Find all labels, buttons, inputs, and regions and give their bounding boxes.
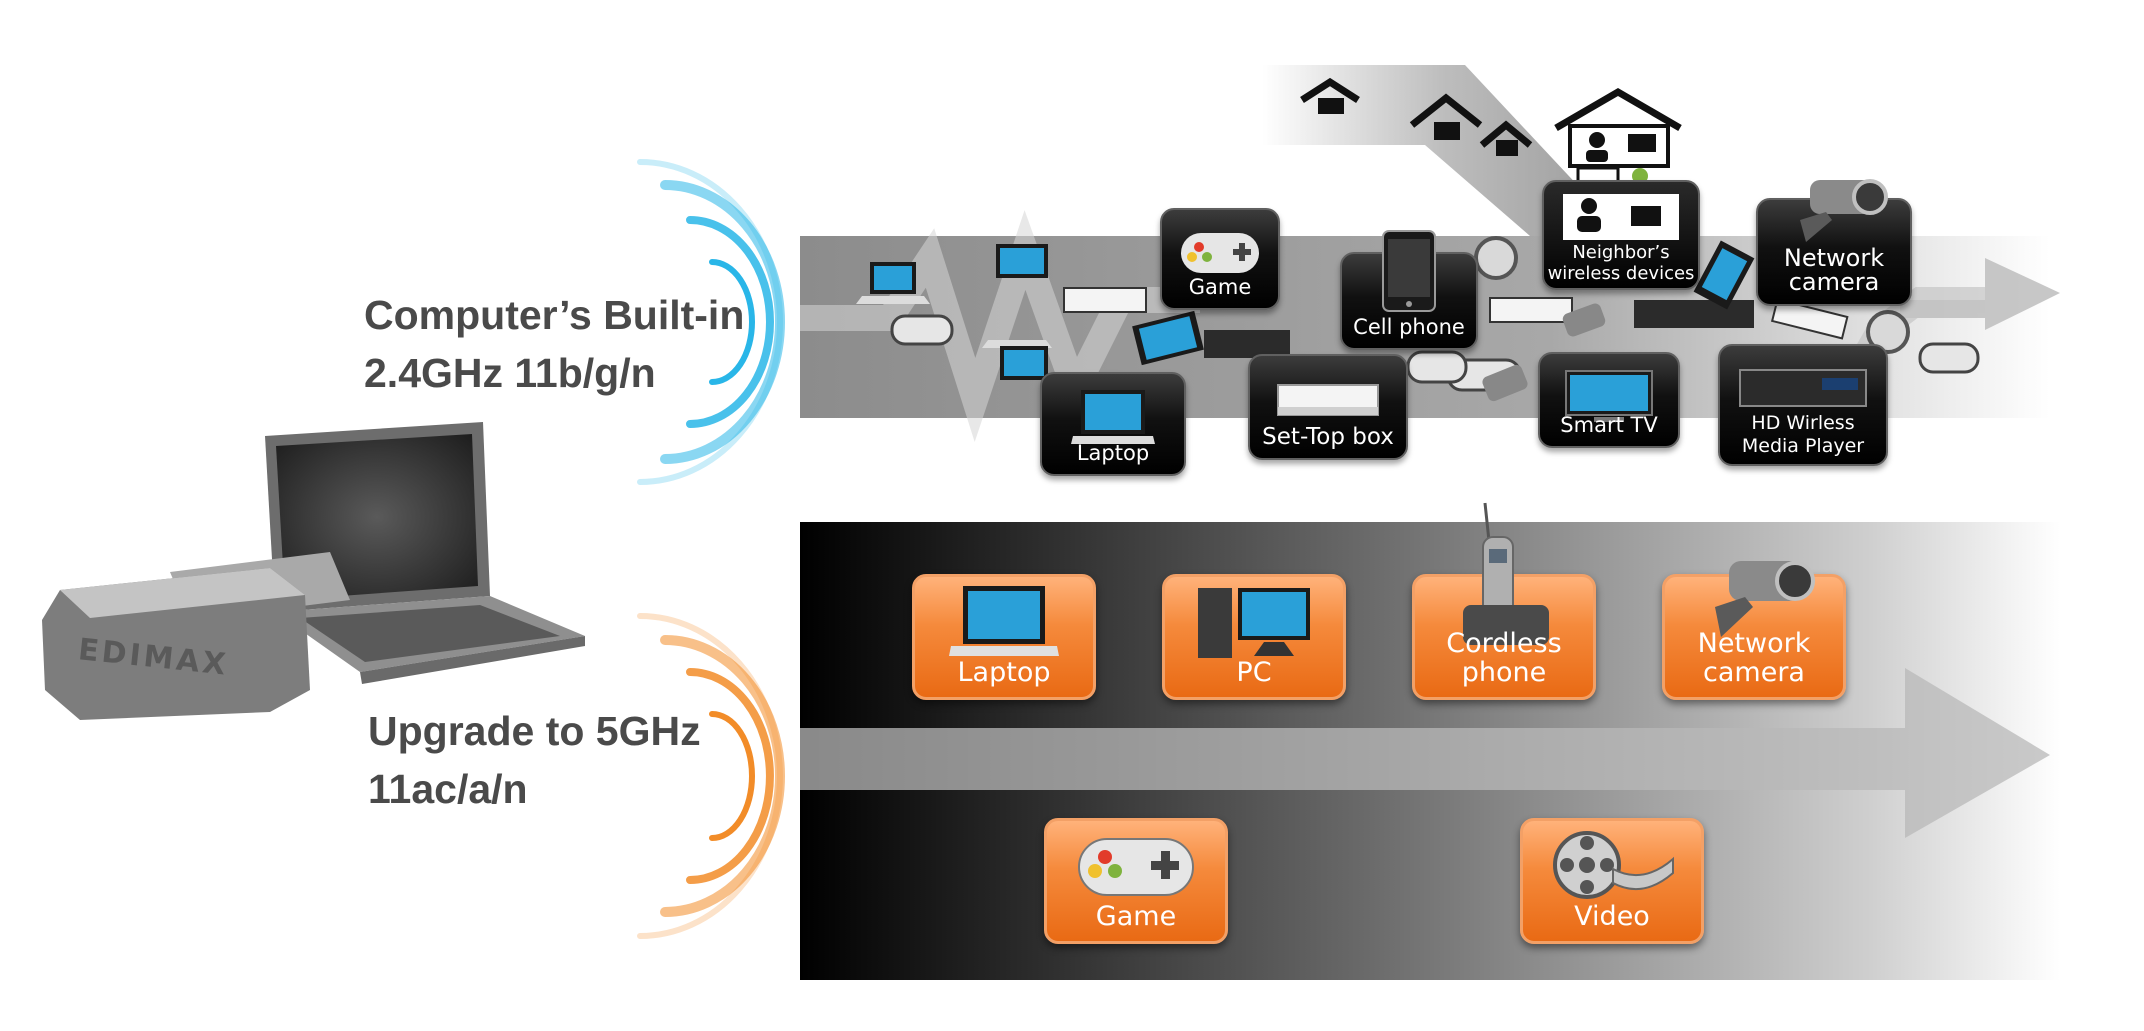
band-24ghz-noise-arrow [800,210,1200,443]
tile-24-hd-media-player: HD Wirless Media Player [1718,344,1888,466]
network-camera-icon [1665,549,1843,649]
band-5ghz-arrow [800,668,2050,838]
tile-5-pc: PC [1162,574,1346,700]
wave-5ghz [637,613,785,939]
tile-24-neighbor: Neighbor’s wireless devices [1542,180,1700,290]
upgrade-band-line2: 11ac/a/n [368,766,528,812]
tile-5-video: Video [1520,818,1704,944]
tile-24-network-camera-label: Network camera [1758,246,1910,294]
network-camera-line2: camera [1788,268,1880,296]
tile-24-smart-tv-label: Smart TV [1560,413,1658,437]
builtin-band-line1: Computer’s Built-in [364,292,745,338]
neighbor-line2: wireless devices [1547,263,1695,284]
game-controller-icon [1047,827,1225,905]
network-camera-icon [1758,170,1910,254]
scattered-devices [856,236,1980,402]
tile-24-cell-phone: Cell phone [1340,230,1478,350]
tile-24-neighbor-label: Neighbor’s wireless devices [1544,242,1698,284]
laptop-icon [1042,382,1184,452]
people-icon [1544,190,1698,244]
tile-24-laptop-label: Laptop [1076,441,1150,465]
neighbor-line1: Neighbor’s [1572,242,1670,263]
upgrade-band-line1: Upgrade to 5GHz [368,708,701,754]
laptop-illustration [265,422,585,684]
cordless-line1: Cordless [1446,628,1562,659]
tile-5-cordless-phone-label: Cordless phone [1415,629,1593,687]
tile-24-set-top-box-label: Set-Top box [1262,424,1394,450]
video-reel-icon [1523,827,1701,905]
tile-24-hd-media-player-label: HD Wirless Media Player [1720,412,1886,458]
tile-24-set-top-box: Set-Top box [1248,354,1408,460]
tile-24-laptop: Laptop [1040,372,1186,476]
hd-player-line2: Media Player [1741,435,1865,457]
pc-icon [1165,583,1343,661]
tile-24-game: Game [1160,208,1280,310]
cordless-line2: phone [1461,657,1547,688]
tile-5-laptop: Laptop [912,574,1096,700]
neighbor-road [1262,65,1625,236]
hd-player-line1: HD Wirless [1751,412,1855,434]
tile-5-cordless-phone: Cordless phone [1412,502,1596,700]
usb-adapter-illustration [42,552,350,720]
cell-phone-icon [1342,226,1476,316]
smart-tv-icon [1540,362,1678,432]
game-controller-icon [1162,218,1278,288]
tile-24-game-label: Game [1188,275,1252,299]
tile-5-game-label: Game [1095,901,1177,932]
builtin-band-heading: Computer’s Built-in 2.4GHz 11b/g/n [364,292,744,396]
media-player-icon [1720,354,1886,424]
tile-5-laptop-label: Laptop [957,657,1051,688]
tile-5-pc-label: PC [1236,657,1272,688]
builtin-band-line2: 2.4GHz 11b/g/n [364,350,656,396]
house-icon [1296,78,1297,79]
tile-5-video-label: Video [1574,901,1650,932]
tile-5-game: Game [1044,818,1228,944]
network-camera-line1: Network [1783,244,1885,272]
network-camera-5-line2: camera [1703,657,1805,688]
tile-5-network-camera-label: Network camera [1665,629,1843,687]
cordless-phone-icon [1415,501,1593,651]
tile-5-network-camera: Network camera [1662,561,1846,700]
laptop-icon [915,583,1093,661]
neighbor-houses [1300,77,1682,148]
tile-24-network-camera: Network camera [1756,179,1912,306]
network-camera-5-line1: Network [1697,628,1811,659]
set-top-box-icon [1250,364,1406,434]
wave-24ghz [637,159,785,485]
upgrade-band-heading: Upgrade to 5GHz 11ac/a/n [368,708,701,812]
tile-24-cell-phone-label: Cell phone [1353,315,1465,339]
tile-24-smart-tv: Smart TV [1538,352,1680,448]
